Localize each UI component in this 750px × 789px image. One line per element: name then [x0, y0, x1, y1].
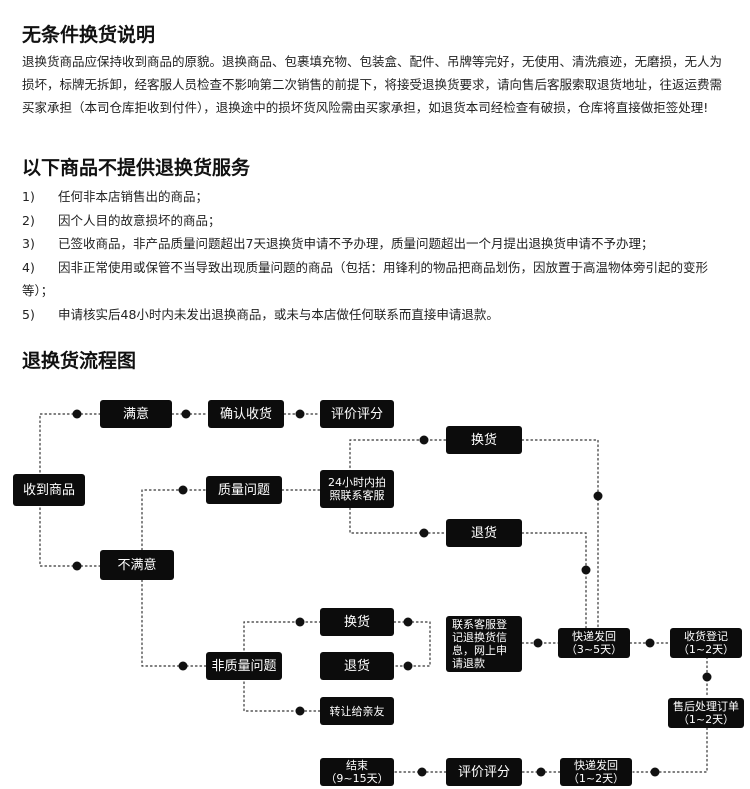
step-contact-within-24h: 24小时内拍 照联系客服: [320, 470, 394, 508]
step-exchange-top: 换货: [446, 426, 522, 454]
step-confirm-receipt-label: 确认收货: [219, 406, 272, 422]
step-exchange-mid: 换货: [320, 608, 394, 636]
list-item: 2) 因个人目的故意损坏的商品；: [22, 209, 734, 233]
step-end-label: 结束 （9~15天）: [325, 759, 389, 785]
arrow-dot-icon: [178, 661, 188, 671]
no-return-list: 1) 任何非本店销售出的商品； 2) 因个人目的故意损坏的商品； 3) 已签收商…: [22, 185, 734, 326]
section-title-flowchart: 退换货流程图: [22, 350, 137, 372]
step-non-quality-issue: 非质量问题: [206, 652, 282, 680]
list-item: 5) 申请核实后48小时内未发出退换商品，或未与本店做任何联系而直接申请退款。: [22, 303, 734, 327]
list-item-text: 因个人目的故意损坏的商品；: [58, 212, 221, 228]
step-ship-back-label: 快递发回 （3~5天）: [565, 630, 623, 656]
step-transfer-to-friends: 转让给亲友: [320, 697, 394, 725]
list-item: 1) 任何非本店销售出的商品；: [22, 185, 734, 209]
arrow-dot-icon: [178, 485, 188, 495]
list-item-text: 因非正常使用或保管不当导致出现质量问题的商品（包括：用锋利的物品把商品划伤，因放…: [22, 259, 709, 299]
list-item-number: 1): [22, 189, 35, 204]
step-ship-back: 快递发回 （3~5天）: [558, 628, 630, 658]
arrow-dot-icon: [403, 617, 413, 627]
list-item-number: 2): [22, 212, 35, 228]
list-item: 3) 已签收商品，非产品质量问题超出7天退换货申请不予办理，质量问题超出一个月提…: [22, 232, 734, 256]
step-quality-issue-label: 质量问题: [217, 482, 270, 498]
step-return-mid: 退货: [320, 652, 394, 680]
step-review-bottom-label: 评价评分: [457, 764, 510, 780]
arrow-dot-icon: [295, 617, 305, 627]
step-register-receipt-label: 收货登记 （1~2天）: [677, 630, 735, 656]
step-satisfied-label: 满意: [122, 406, 149, 422]
step-review-top: 评价评分: [320, 400, 394, 428]
step-exchange-mid-label: 换货: [343, 614, 370, 630]
arrow-dot-icon: [419, 435, 429, 445]
arrow-dot-icon: [417, 767, 427, 777]
step-non-quality-issue-label: 非质量问题: [211, 658, 277, 674]
step-receive: 收到商品: [13, 474, 85, 506]
step-contact-online-refund: 联系客服登 记退换货信 息，网上申 请退款: [446, 616, 522, 672]
step-receive-label: 收到商品: [22, 482, 75, 498]
list-item-text: 申请核实后48小时内未发出退换商品，或未与本店做任何联系而直接申请退款。: [58, 306, 499, 322]
arrow-dot-icon: [645, 638, 655, 648]
arrow-dot-icon: [581, 565, 591, 575]
list-item: 4) 因非正常使用或保管不当导致出现质量问题的商品（包括：用锋利的物品把商品划伤…: [22, 256, 734, 303]
list-item-text: 任何非本店销售出的商品；: [58, 189, 209, 204]
step-ship-out-label: 快递发回 （1~2天）: [567, 759, 625, 785]
step-process-order-label: 售后处理订单 （1~2天）: [673, 700, 739, 726]
exchange-policy-paragraph: 退换货商品应保持收到商品的原貌。退换商品、包裹填充物、包装盒、配件、吊牌等完好，…: [22, 54, 723, 115]
arrow-dot-icon: [403, 661, 413, 671]
step-confirm-receipt: 确认收货: [208, 400, 284, 428]
arrow-dot-icon: [295, 706, 305, 716]
section-title-no-return-items: 以下商品不提供退换货服务: [22, 157, 251, 179]
arrow-dot-icon: [72, 561, 82, 571]
step-end: 结束 （9~15天）: [320, 758, 394, 786]
step-contact-within-24h-label: 24小时内拍 照联系客服: [328, 476, 386, 502]
step-return-top-label: 退货: [470, 525, 497, 541]
arrow-dot-icon: [593, 491, 603, 501]
arrow-dot-icon: [295, 409, 305, 419]
arrow-dot-icon: [536, 767, 546, 777]
section-title-unconditional-exchange: 无条件换货说明: [22, 24, 156, 46]
step-satisfied: 满意: [100, 400, 172, 428]
step-register-receipt: 收货登记 （1~2天）: [670, 628, 742, 658]
list-item-number: 3): [22, 236, 35, 251]
arrow-dot-icon: [533, 638, 543, 648]
step-unsatisfied-label: 不满意: [117, 557, 157, 573]
step-quality-issue: 质量问题: [206, 476, 282, 504]
list-item-number: 5): [22, 306, 35, 322]
arrow-dot-icon: [419, 528, 429, 538]
arrow-dot-icon: [72, 409, 82, 419]
list-item-text: 已签收商品，非产品质量问题超出7天退换货申请不予办理，质量问题超出一个月提出退换…: [58, 236, 654, 251]
step-contact-online-refund-label: 联系客服登 记退换货信 息，网上申 请退款: [452, 618, 507, 670]
step-return-mid-label: 退货: [343, 658, 370, 674]
step-process-order: 售后处理订单 （1~2天）: [668, 698, 744, 728]
step-review-top-label: 评价评分: [330, 406, 383, 422]
arrow-dot-icon: [702, 672, 712, 682]
list-item-number: 4): [22, 259, 35, 275]
step-ship-out: 快递发回 （1~2天）: [560, 758, 632, 786]
step-unsatisfied: 不满意: [100, 550, 174, 580]
arrow-dot-icon: [181, 409, 191, 419]
step-return-top: 退货: [446, 519, 522, 547]
step-exchange-top-label: 换货: [470, 432, 497, 448]
arrow-dot-icon: [650, 767, 660, 777]
step-transfer-to-friends-label: 转让给亲友: [329, 704, 385, 718]
step-review-bottom: 评价评分: [446, 758, 522, 786]
